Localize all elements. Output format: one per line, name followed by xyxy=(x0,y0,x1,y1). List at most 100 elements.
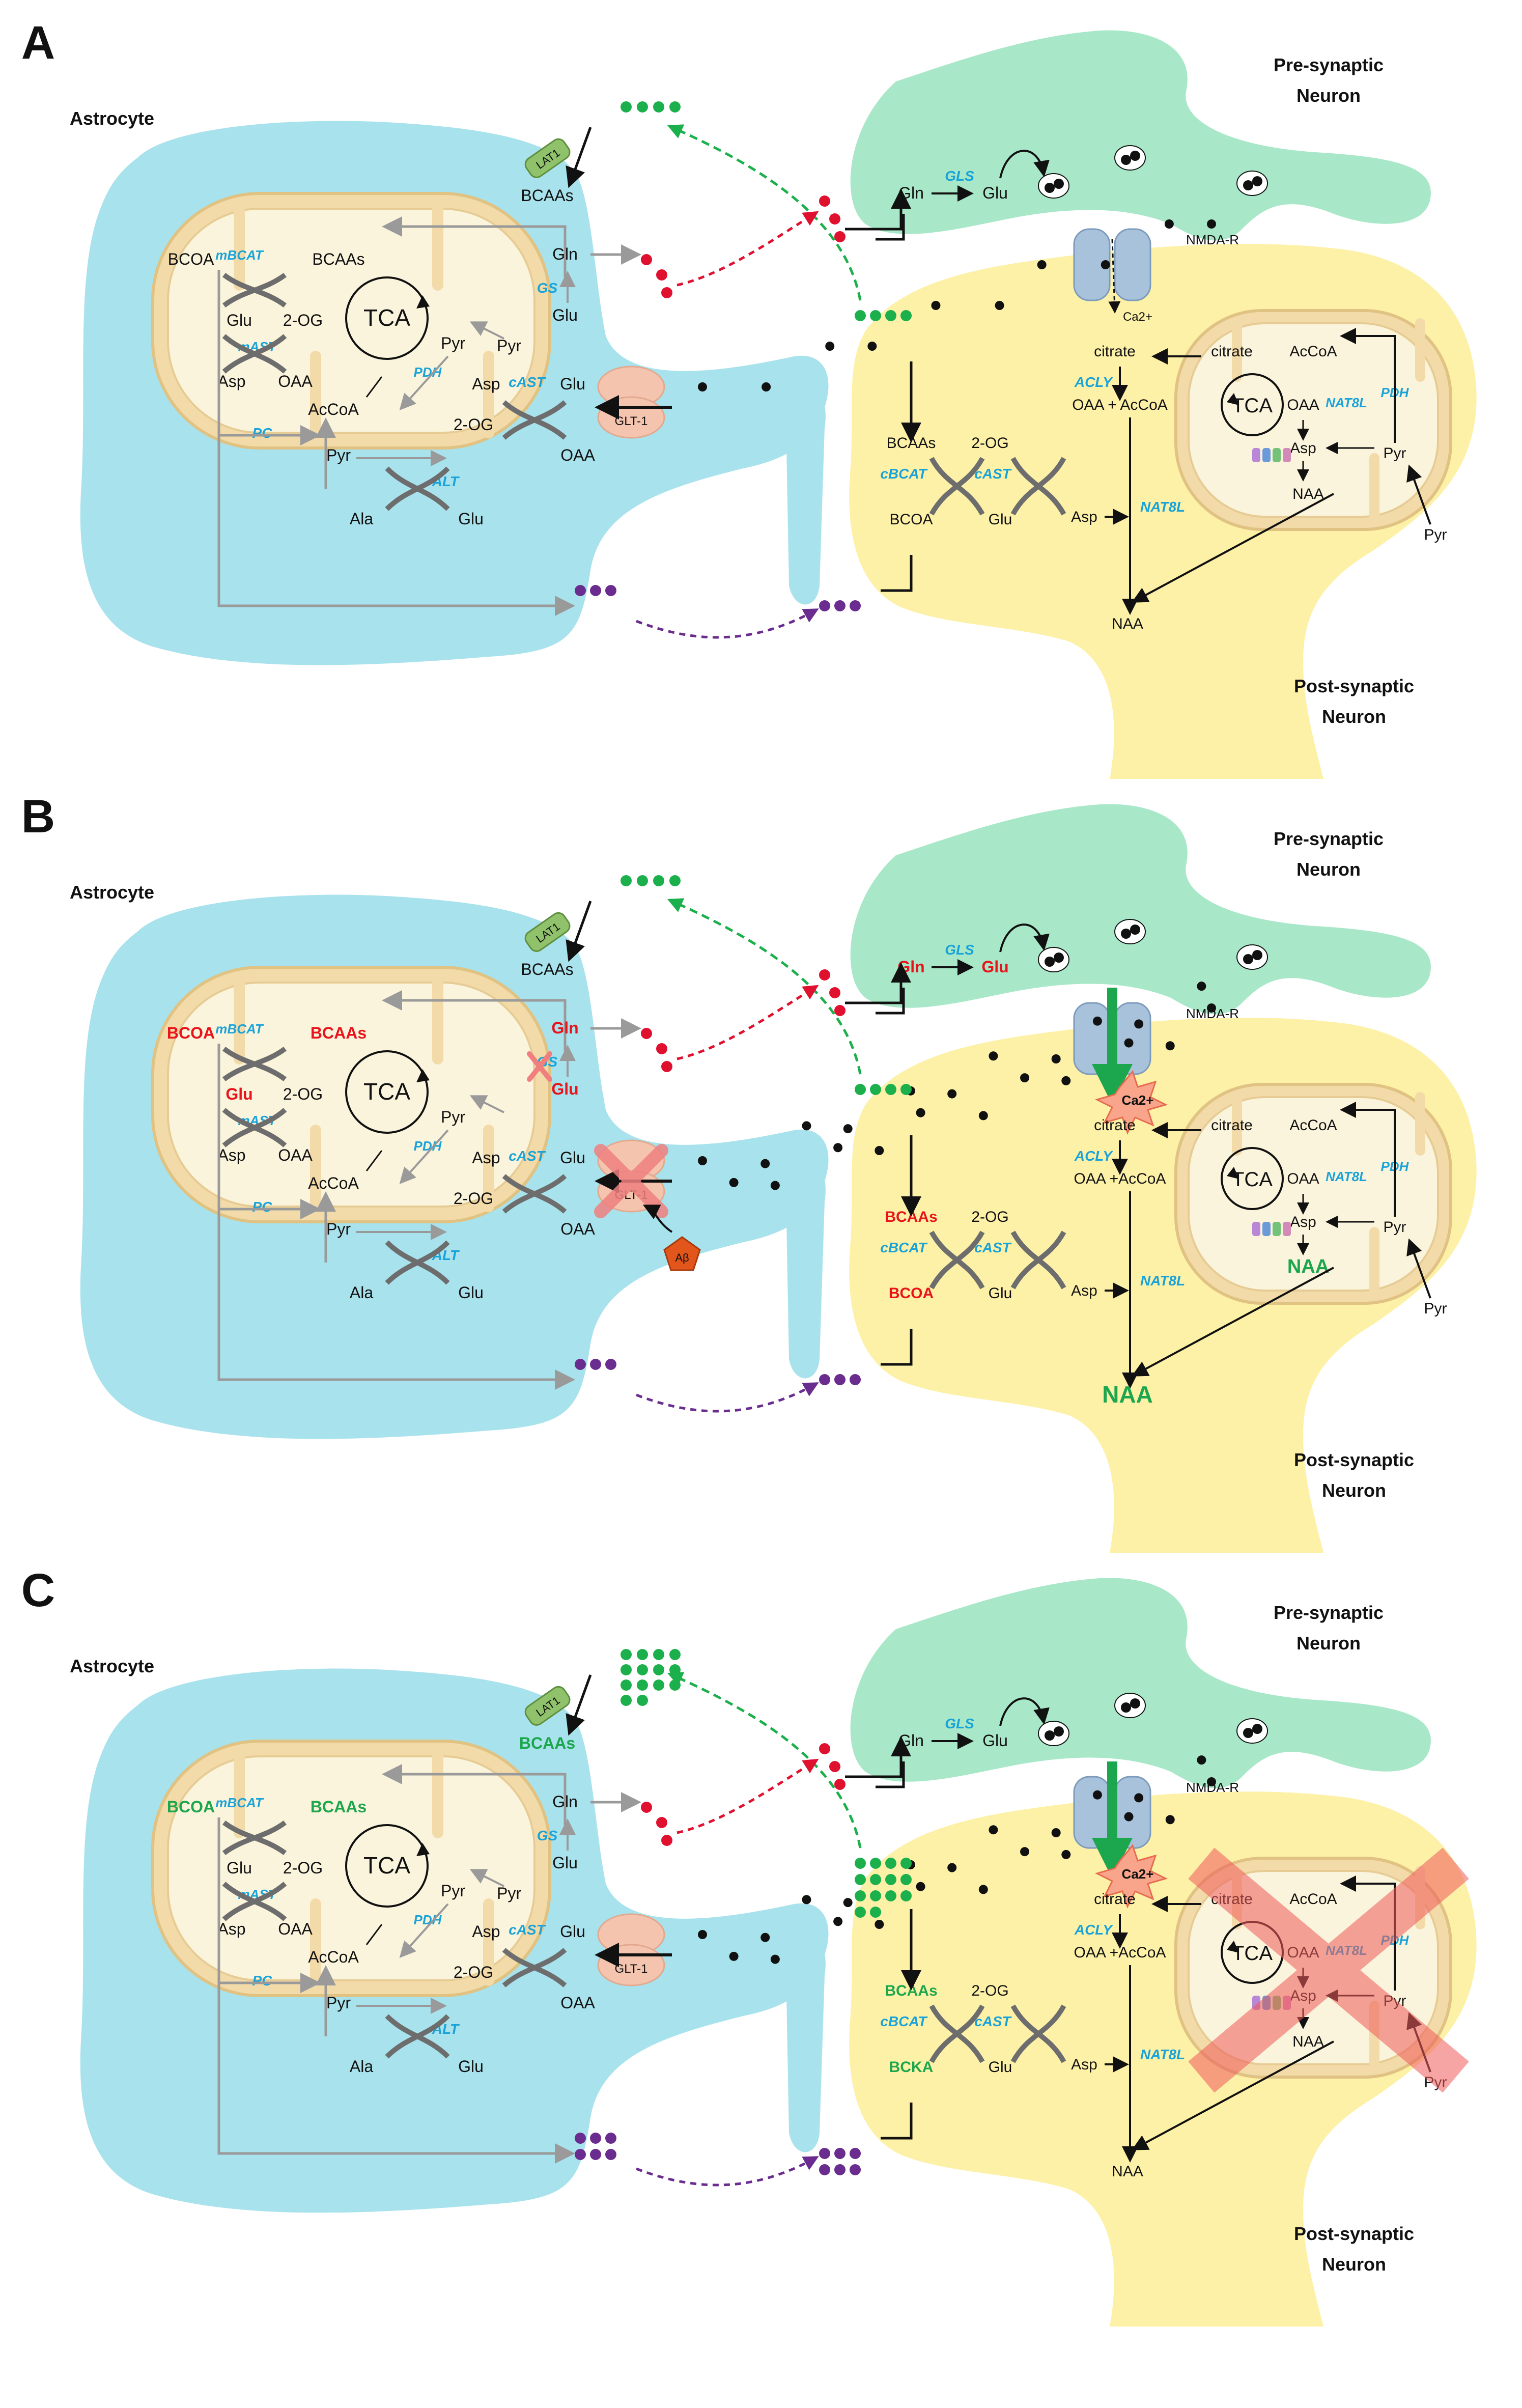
glutamate-dot xyxy=(1197,1755,1206,1765)
enzyme-gls: GLS xyxy=(945,1716,974,1731)
bcaa-dot xyxy=(855,1084,866,1095)
glutamate-dot xyxy=(1061,1850,1071,1859)
glutamine-dot xyxy=(834,1005,845,1016)
enzyme-gls: GLS xyxy=(945,942,974,958)
enzyme-cast-astro: cAST xyxy=(509,1922,546,1938)
enzyme-mbcat: mBCAT xyxy=(215,1795,264,1810)
post-glu: Glu xyxy=(989,2059,1012,2076)
glutamate-dot xyxy=(1134,1019,1144,1029)
astro-bcaas-mito: BCAAs xyxy=(311,1798,367,1816)
astro-2og-cyto: 2-OG xyxy=(454,1963,493,1981)
enzyme-cast-astro: cAST xyxy=(509,1148,546,1164)
bcaa-dot xyxy=(653,101,664,113)
glutamate-dot xyxy=(1124,1038,1134,1048)
purple-metabolite-dot xyxy=(575,585,586,596)
postsynaptic-label-line1: Post-synaptic xyxy=(1294,676,1414,696)
bcaa-dot xyxy=(621,1679,632,1691)
glutamate-dot xyxy=(875,1146,884,1155)
post-accoa-mito: AcCoA xyxy=(1289,1117,1337,1134)
post-tca-cycle-icon xyxy=(1221,1147,1284,1210)
purple-metabolite-dot xyxy=(605,2133,616,2144)
post-bcoa: BCKA xyxy=(889,2059,934,2076)
enzyme-cast-astro: cAST xyxy=(509,374,546,390)
enzyme-nat8l: NAT8L xyxy=(1140,2047,1185,2062)
astro-2og-mito: 2-OG xyxy=(283,311,323,329)
enzyme-cbcat: cBCAT xyxy=(880,2013,928,2029)
glutamate-dot xyxy=(698,1930,707,1939)
astro-pyr-alt: Pyr xyxy=(326,446,351,464)
astro-accoa: AcCoA xyxy=(308,1174,359,1192)
astro-pyr-cyto: Pyr xyxy=(497,337,521,355)
astro-glu-mito: Glu xyxy=(226,1085,252,1103)
bcaa-dot xyxy=(621,1664,632,1675)
postsynaptic-label-line2: Neuron xyxy=(1322,706,1386,727)
glutamine-dot xyxy=(829,987,840,998)
astro-bcoa: BCOA xyxy=(168,250,214,268)
glutamate-dot xyxy=(978,1111,988,1121)
astro-tca-label: TCA xyxy=(363,304,410,331)
glutamine-dot xyxy=(641,1802,652,1813)
bcaa-dot xyxy=(637,1664,648,1675)
glutamate-dot xyxy=(1207,219,1216,229)
bcaa-dot xyxy=(669,1664,681,1675)
bcaa-dot xyxy=(669,101,681,113)
astro-gln: Gln xyxy=(551,1019,578,1037)
astro-glu-cyto: Glu xyxy=(560,1922,585,1941)
post-naa: NAA xyxy=(1112,2163,1143,2180)
presynaptic-neuron xyxy=(850,1578,1431,1788)
bcaa-dot xyxy=(855,310,866,321)
glutamate-dot xyxy=(867,342,877,351)
bcaa-dot xyxy=(637,101,648,113)
purple-metabolite-dot xyxy=(850,2148,861,2159)
astro-glu-cyto: Glu xyxy=(560,375,585,393)
purple-metabolite-dot xyxy=(590,1359,601,1370)
enzyme-cbcat: cBCAT xyxy=(880,1240,928,1255)
post-citrate-cyto: citrate xyxy=(1094,1117,1136,1134)
glutamine-dot xyxy=(661,287,672,298)
purple-metabolite-dot xyxy=(850,1374,861,1385)
nmda-receptor xyxy=(1073,228,1151,301)
bcaa-dot xyxy=(637,1679,648,1691)
astro-2og-mito: 2-OG xyxy=(283,1859,323,1877)
post-pyr-cyto: Pyr xyxy=(1424,526,1447,543)
astrocyte-label: Astrocyte xyxy=(70,1656,154,1676)
enzyme-gs: GS xyxy=(537,280,558,296)
bcaa-dot xyxy=(855,1907,866,1918)
post-tca-label: TCA xyxy=(1232,1168,1273,1191)
post-asp-mito: Asp xyxy=(1290,440,1316,457)
synaptic-vesicle xyxy=(1038,1721,1069,1746)
astrocyte-label: Astrocyte xyxy=(70,882,154,903)
glutamate-dot xyxy=(947,1863,957,1872)
nmda-label: NMDA-R xyxy=(1186,232,1239,247)
bcaa-dot xyxy=(855,1874,866,1885)
bcaa-dot xyxy=(621,101,632,113)
bcaa-dot xyxy=(653,1664,664,1675)
calcium-label: Ca2+ xyxy=(1122,1866,1154,1882)
bcaa-dot xyxy=(669,1679,681,1691)
postsynaptic-label-line2: Neuron xyxy=(1322,2254,1386,2275)
glutamine-dot xyxy=(661,1061,672,1072)
glutamine-dot xyxy=(641,1028,652,1039)
mtdna-icon xyxy=(1252,448,1291,462)
panel-letter: A xyxy=(21,17,55,69)
glutamate-dot xyxy=(833,1143,843,1153)
post-accoa-mito: AcCoA xyxy=(1289,343,1337,360)
bcaa-dot xyxy=(637,875,648,886)
tca-cycle-icon xyxy=(345,1050,429,1134)
post-glu: Glu xyxy=(989,1285,1012,1302)
post-bcoa: BCOA xyxy=(889,1285,934,1302)
glutamine-dot xyxy=(834,1779,845,1790)
post-glu: Glu xyxy=(989,511,1012,528)
glutamate-dot xyxy=(916,1108,925,1117)
astro-pyr-cyto: Pyr xyxy=(497,1884,521,1902)
glutamine-dot xyxy=(829,213,840,225)
glutamine-dot xyxy=(819,195,830,207)
astro-pyr-alt: Pyr xyxy=(326,1220,351,1238)
synaptic-vesicle xyxy=(1038,173,1069,199)
astro-oaa-mito: OAA xyxy=(278,1920,313,1938)
glutamine-dot xyxy=(661,1835,672,1846)
enzyme-pc: PC xyxy=(252,1973,273,1989)
synaptic-vesicle xyxy=(1236,171,1268,196)
glutamate-dot xyxy=(916,1882,925,1891)
